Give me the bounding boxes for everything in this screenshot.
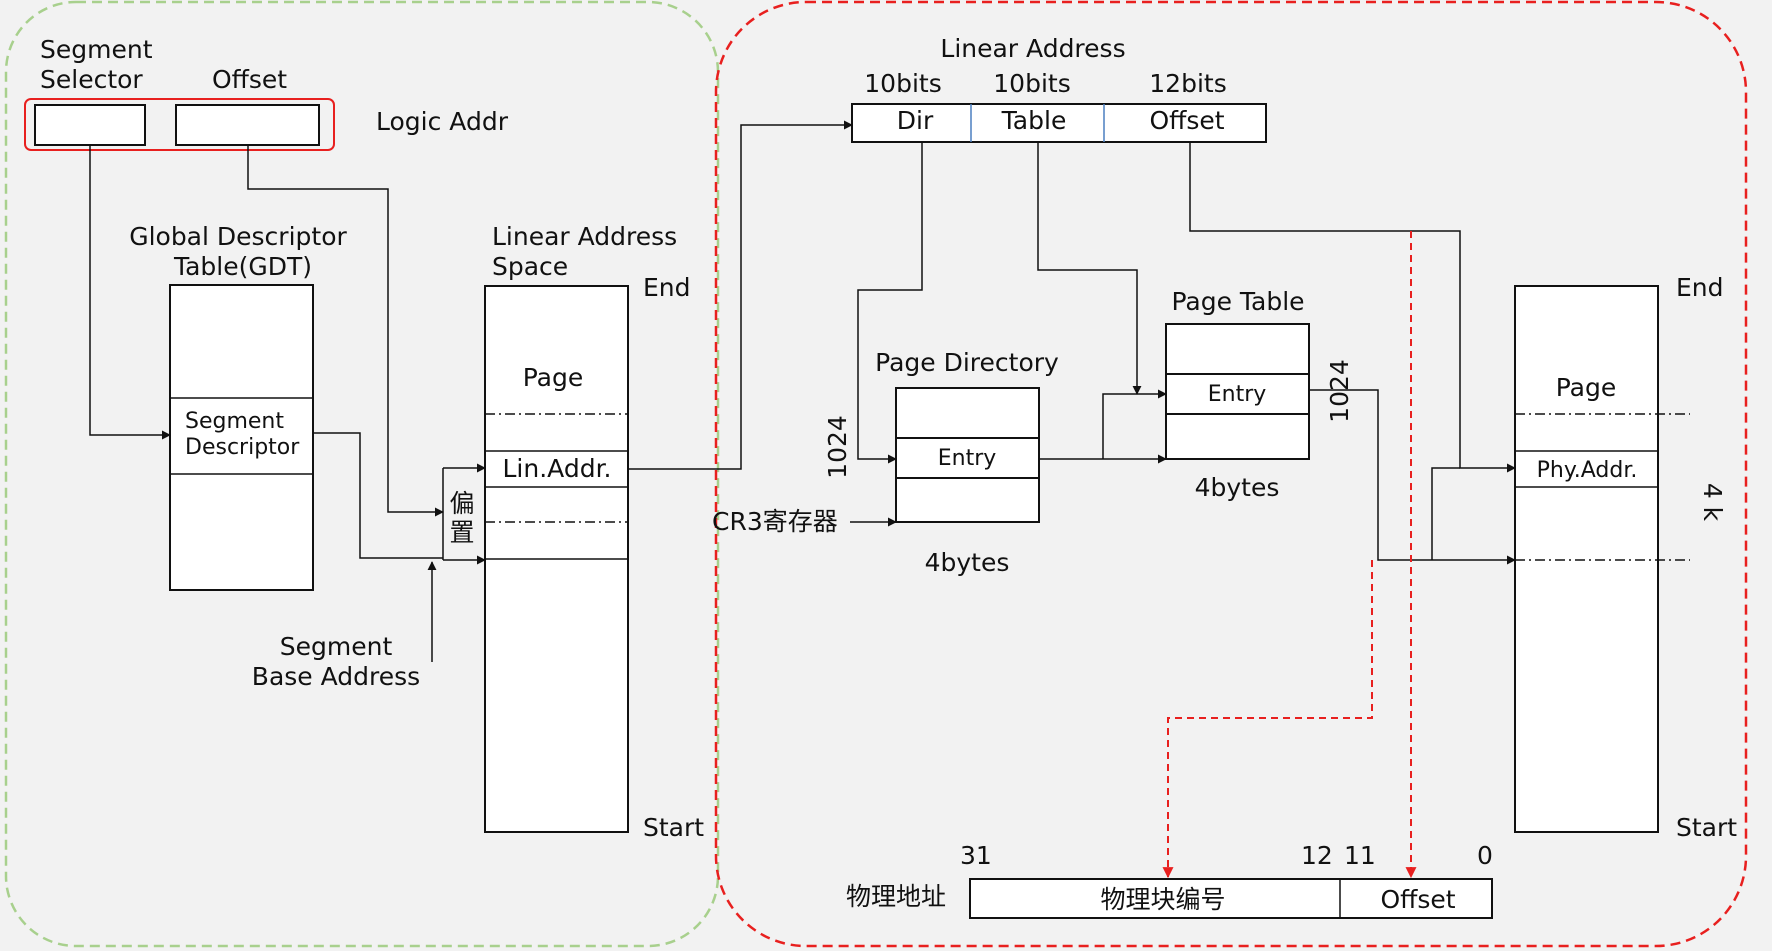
- bit-12-label: 12: [1301, 841, 1333, 870]
- frame-number-field: 物理块编号: [1100, 885, 1225, 914]
- page-directory-entry: [895, 437, 1040, 479]
- page-size-label: 4 k: [1698, 483, 1727, 522]
- logic-addr-frame: [24, 98, 335, 151]
- linear-space-end-label: End: [643, 273, 691, 302]
- selector-to-gdt-arrow: [89, 145, 171, 440]
- dir-to-directory-arrow: [857, 142, 923, 464]
- offset-cn-label: 偏置: [449, 489, 474, 547]
- lin-addr-to-register-arrow: [628, 120, 853, 470]
- linear-address-title: Linear Address: [940, 34, 1125, 63]
- directory-to-table-branch: [1102, 389, 1167, 459]
- logic-addr-label: Logic Addr: [376, 107, 509, 136]
- descriptor-base-line: [313, 432, 443, 559]
- physical-end-label: End: [1676, 273, 1724, 302]
- table-entry-to-page-arrow: [1309, 389, 1516, 565]
- physical-address-register: [969, 878, 1493, 919]
- dir-field: Dir: [897, 106, 934, 135]
- page-table-entry: [1165, 373, 1310, 415]
- lin-addr-label: Lin.Addr.: [503, 454, 612, 483]
- physical-offset-field: Offset: [1380, 885, 1455, 914]
- page-directory-entry-label: Entry: [938, 446, 997, 471]
- physical-memory-column: [1514, 285, 1659, 833]
- offset-field: [175, 104, 320, 146]
- bit-0-label: 0: [1477, 841, 1493, 870]
- page-table-entry-label: Entry: [1208, 382, 1267, 407]
- linear-page-label: Page: [523, 363, 584, 392]
- gdt-table: [169, 284, 314, 591]
- physical-page-label: Page: [1556, 373, 1617, 402]
- physical-start-label: Start: [1676, 813, 1737, 842]
- bit-11-label: 11: [1344, 841, 1376, 870]
- page-directory-title: Page Directory: [875, 348, 1059, 377]
- offset-to-linear-arrow: [247, 145, 444, 517]
- cr3-label: CR3寄存器: [712, 507, 838, 536]
- page-table-count: 1024: [1325, 359, 1354, 423]
- segmentation-region: [4, 0, 720, 948]
- frame-number-red-arrow: [1162, 560, 1373, 879]
- page-base-join: [1431, 467, 1460, 560]
- page-directory-count: 1024: [823, 415, 852, 479]
- segment-selector-field: [34, 104, 146, 146]
- physical-address-label: 物理地址: [846, 882, 946, 911]
- bit-31-label: 31: [960, 841, 992, 870]
- offset-bits-to-phyaddr-arrow: [1189, 142, 1516, 473]
- table-bits-to-table-arrow: [1037, 142, 1142, 395]
- table-bits-label: 10bits: [993, 69, 1070, 98]
- offset-bits-label: 12bits: [1149, 69, 1226, 98]
- linear-space-start-label: Start: [643, 813, 704, 842]
- offset-field-linear: Offset: [1149, 106, 1224, 135]
- dir-bits-label: 10bits: [864, 69, 941, 98]
- page-table-size: 4bytes: [1195, 473, 1280, 502]
- page-table-title: Page Table: [1171, 287, 1304, 316]
- table-field: Table: [1001, 106, 1067, 135]
- phy-addr-label: Phy.Addr.: [1537, 458, 1638, 483]
- page-directory-size: 4bytes: [925, 548, 1010, 577]
- offset-label: Offset: [212, 65, 287, 94]
- linear-address-register: [851, 103, 1267, 143]
- paging-region: [714, 0, 1748, 948]
